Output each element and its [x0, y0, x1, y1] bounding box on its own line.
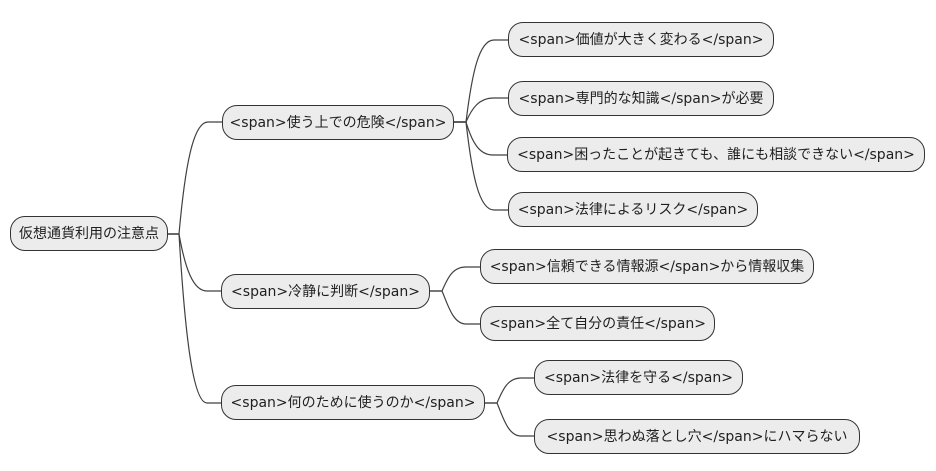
node-leaf-no-one-to-consult: <span>困ったことが起きても、誰にも相談できない</span>	[507, 137, 925, 172]
connector-branch2-leaf1	[430, 266, 480, 292]
node-branch-purpose: <span>何のために使うのか</span>	[221, 385, 485, 420]
node-leaf-reliable-sources: <span>信頼できる情報源</span>から情報収集	[480, 249, 814, 284]
node-root: 仮想通貨利用の注意点	[10, 216, 168, 251]
node-leaf-obey-law: <span>法律を守る</span>	[534, 360, 743, 395]
node-branch-danger: <span>使う上での危険</span>	[222, 105, 454, 140]
connector-branch3-leaf1	[485, 377, 534, 404]
node-leaf-value-changes: <span>価値が大きく変わる</span>	[508, 22, 774, 57]
connector-branch2-leaf2	[430, 290, 480, 325]
node-leaf-own-responsibility: <span>全て自分の責任</span>	[480, 306, 715, 341]
connector-root-branch2	[168, 233, 221, 292]
connector-root-branch1	[168, 121, 222, 235]
connector-root-branch3	[168, 233, 221, 404]
node-leaf-avoid-pitfalls: <span>思わぬ落とし穴</span>にハマらない	[534, 419, 860, 454]
connector-branch1-leaf4	[454, 121, 508, 211]
connector-branch1-leaf1	[454, 39, 508, 123]
connector-branch1-leaf3	[454, 121, 507, 156]
connector-branch1-leaf2	[454, 97, 508, 123]
connector-branch3-leaf2	[485, 402, 534, 437]
node-leaf-legal-risk: <span>法律によるリスク</span>	[508, 192, 758, 227]
node-leaf-expert-knowledge: <span>専門的な知識</span>が必要	[508, 81, 774, 116]
node-branch-judge: <span>冷静に判断</span>	[221, 274, 430, 309]
